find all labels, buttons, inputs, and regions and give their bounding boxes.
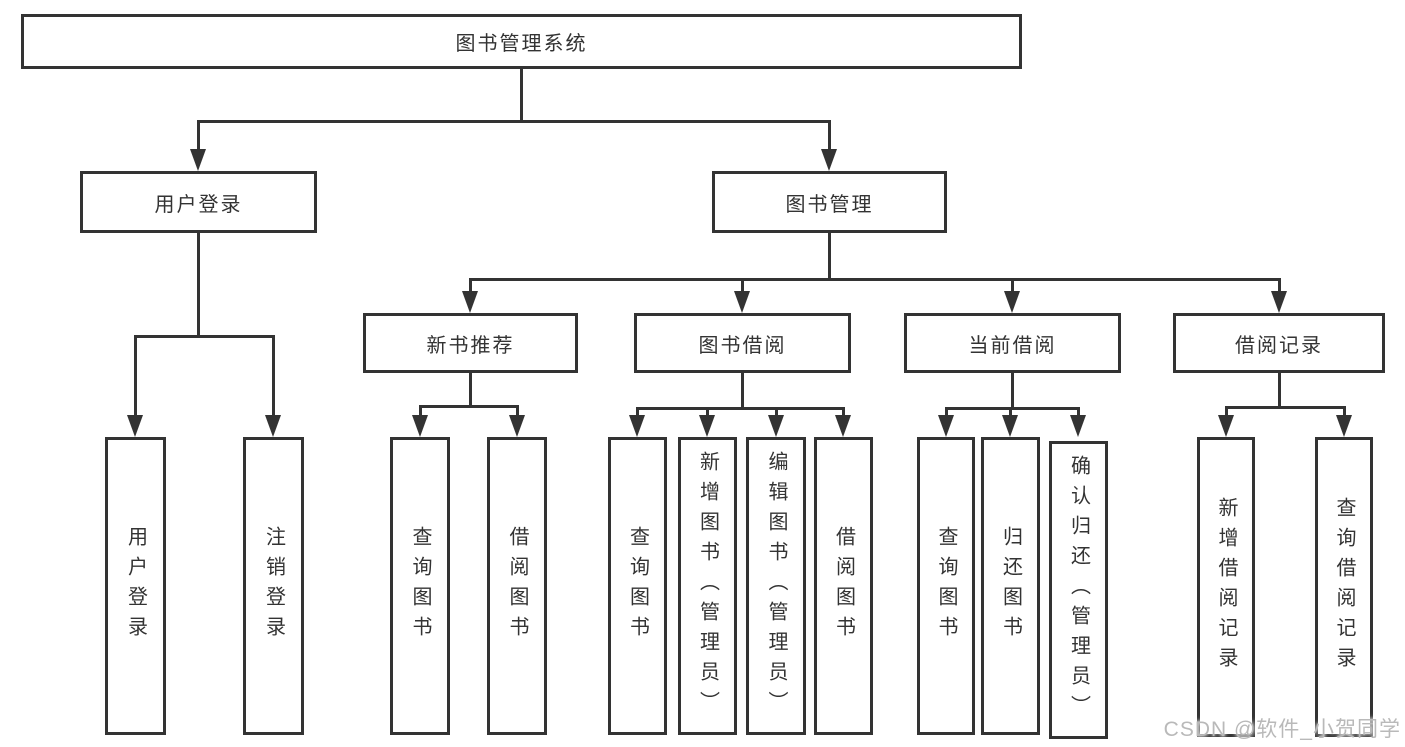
- connector-drop-book-borrow: [741, 278, 744, 294]
- node-library-system-label: 图书管理系统: [455, 33, 588, 55]
- leaf-confirm-return-admin-label: 确认归还（管理员）: [1067, 455, 1090, 725]
- connector-root-stem: [520, 69, 523, 123]
- arrowhead-down-icon: [1004, 291, 1020, 313]
- node-library-system: 图书管理系统: [21, 14, 1022, 69]
- connector-borrow-records-stem: [1278, 373, 1281, 409]
- arrowhead-down-icon: [699, 415, 715, 437]
- leaf-borrow-query: 查询图书: [608, 437, 667, 735]
- arrowhead-down-icon: [821, 149, 837, 171]
- node-borrow-records-label: 借阅记录: [1235, 334, 1323, 357]
- leaf-current-query: 查询图书: [917, 437, 975, 735]
- arrowhead-down-icon: [938, 415, 954, 437]
- arrowhead-down-icon: [629, 415, 645, 437]
- connector-drop: [636, 407, 639, 418]
- arrowhead-down-icon: [768, 415, 784, 437]
- leaf-newbook-borrow-label: 借阅图书: [506, 526, 528, 646]
- connector-new-book-branch: [419, 405, 519, 408]
- connector-drop-current-borrow: [1011, 278, 1014, 294]
- leaf-return-book: 归还图书: [981, 437, 1040, 735]
- connector-drop-leaf-login: [134, 335, 137, 418]
- leaf-add-borrow-record: 新增借阅记录: [1197, 437, 1255, 737]
- leaf-borrow-book: 借阅图书: [814, 437, 873, 735]
- connector-book-mgmt-stem: [828, 233, 831, 281]
- node-book-management: 图书管理: [712, 171, 947, 233]
- leaf-current-query-label: 查询图书: [935, 526, 957, 646]
- connector-drop: [706, 407, 709, 418]
- connector-drop-leaf-logout: [272, 335, 275, 418]
- arrowhead-down-icon: [1336, 415, 1352, 437]
- connector-drop: [1225, 406, 1228, 418]
- connector-book-borrow-branch: [636, 407, 845, 410]
- arrowhead-down-icon: [462, 291, 478, 313]
- leaf-return-book-label: 归还图书: [999, 526, 1022, 646]
- leaf-user-login: 用户登录: [105, 437, 166, 735]
- connector-new-book-stem: [469, 373, 472, 408]
- node-current-borrow: 当前借阅: [904, 313, 1121, 373]
- arrowhead-down-icon: [412, 415, 428, 437]
- leaf-borrow-add-admin: 新增图书（管理员）: [678, 437, 737, 735]
- leaf-borrow-add-admin-label: 新增图书（管理员）: [696, 451, 719, 721]
- leaf-logout-label: 注销登录: [262, 526, 285, 646]
- leaf-query-borrow-record: 查询借阅记录: [1315, 437, 1373, 737]
- leaf-borrow-edit-admin-label: 编辑图书（管理员）: [765, 451, 787, 721]
- leaf-newbook-query: 查询图书: [390, 437, 450, 735]
- connector-drop: [842, 407, 845, 418]
- connector-drop: [945, 407, 948, 418]
- connector-drop: [775, 407, 778, 418]
- node-user-login: 用户登录: [80, 171, 317, 233]
- node-book-management-label: 图书管理: [785, 193, 874, 216]
- connector-current-borrow-stem: [1011, 373, 1014, 410]
- leaf-borrow-edit-admin: 编辑图书（管理员）: [746, 437, 806, 735]
- connector-drop-borrow-records: [1278, 278, 1281, 294]
- connector-current-borrow-branch: [945, 407, 1080, 410]
- leaf-newbook-borrow: 借阅图书: [487, 437, 547, 735]
- connector-drop: [419, 405, 422, 418]
- leaf-newbook-query-label: 查询图书: [409, 526, 431, 646]
- connector-drop: [516, 405, 519, 418]
- arrowhead-down-icon: [1218, 415, 1234, 437]
- arrowhead-down-icon: [190, 149, 206, 171]
- arrowhead-down-icon: [1271, 291, 1287, 313]
- connector-book-mgmt-branch: [469, 278, 1281, 281]
- connector-root-branch: [197, 120, 831, 123]
- node-new-book-recommend: 新书推荐: [363, 313, 578, 373]
- leaf-borrow-book-label: 借阅图书: [832, 526, 855, 646]
- connector-drop-book-mgmt: [828, 120, 831, 152]
- leaf-confirm-return-admin: 确认归还（管理员）: [1049, 441, 1108, 739]
- leaf-query-borrow-record-label: 查询借阅记录: [1333, 497, 1355, 677]
- connector-drop: [1009, 407, 1012, 418]
- leaf-logout: 注销登录: [243, 437, 304, 735]
- node-borrow-records: 借阅记录: [1173, 313, 1385, 373]
- node-current-borrow-label: 当前借阅: [968, 334, 1057, 357]
- csdn-watermark: CSDN @软件_小贺同学: [1163, 718, 1401, 741]
- arrowhead-down-icon: [1002, 415, 1018, 437]
- connector-drop-user-login: [197, 120, 200, 152]
- arrowhead-down-icon: [127, 415, 143, 437]
- leaf-borrow-query-label: 查询图书: [626, 526, 649, 646]
- arrowhead-down-icon: [835, 415, 851, 437]
- arrowhead-down-icon: [265, 415, 281, 437]
- connector-user-login-branch: [134, 335, 275, 338]
- node-book-borrow: 图书借阅: [634, 313, 851, 373]
- leaf-add-borrow-record-label: 新增借阅记录: [1215, 497, 1237, 677]
- connector-user-login-stem: [197, 233, 200, 338]
- node-user-login-label: 用户登录: [154, 193, 243, 216]
- leaf-user-login-label: 用户登录: [124, 526, 147, 646]
- connector-drop-new-book: [469, 278, 472, 294]
- connector-drop: [1343, 406, 1346, 418]
- node-new-book-recommend-label: 新书推荐: [426, 334, 515, 357]
- arrowhead-down-icon: [1070, 415, 1086, 437]
- arrowhead-down-icon: [509, 415, 525, 437]
- connector-book-borrow-stem: [741, 373, 744, 410]
- connector-drop: [1077, 407, 1080, 418]
- node-book-borrow-label: 图书借阅: [698, 334, 787, 357]
- arrowhead-down-icon: [734, 291, 750, 313]
- connector-borrow-records-branch: [1225, 406, 1346, 409]
